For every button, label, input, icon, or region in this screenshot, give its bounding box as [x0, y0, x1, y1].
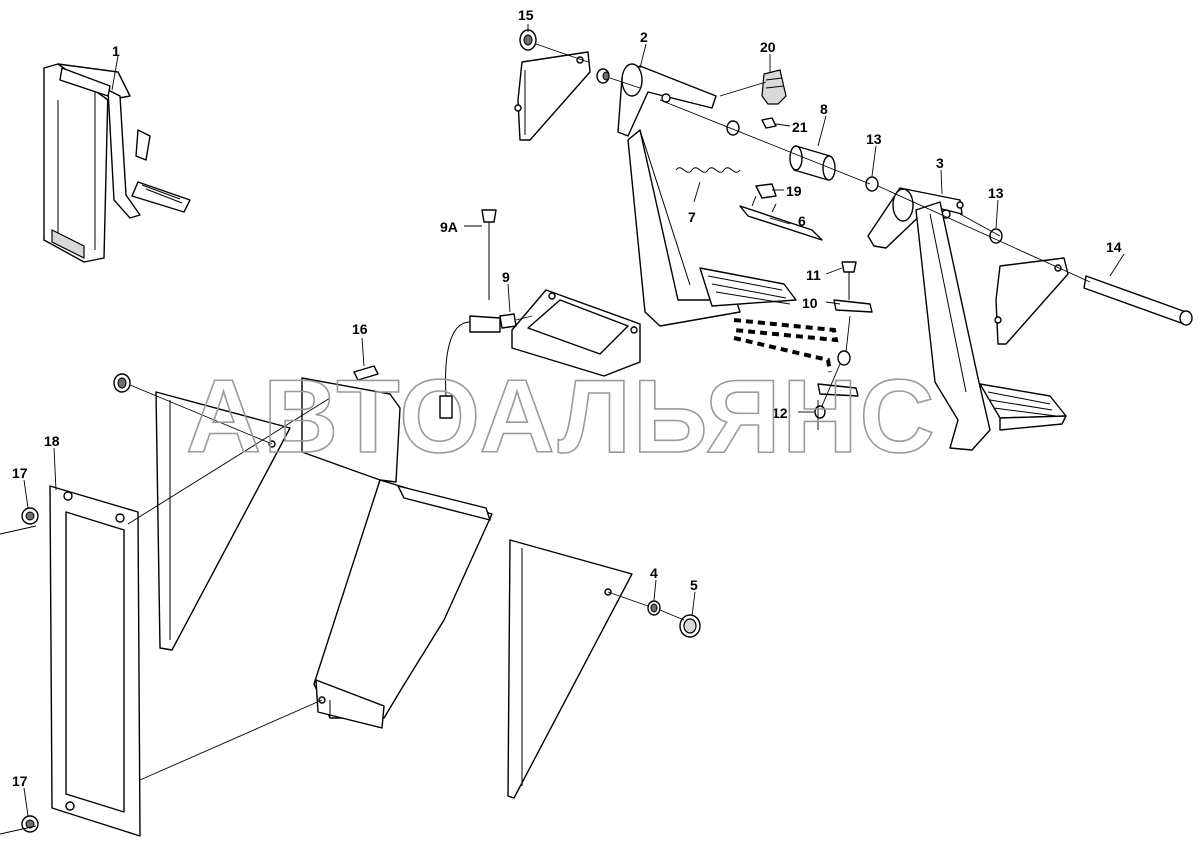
callout-17b: 17 — [12, 773, 28, 789]
callout-20: 20 — [760, 39, 776, 55]
callout-15: 15 — [518, 7, 534, 23]
lower-shroud — [113, 365, 493, 729]
callout-1: 1 — [112, 43, 120, 59]
side-cover-plate — [507, 539, 701, 799]
callout-4: 4 — [650, 565, 658, 581]
callout-10: 10 — [802, 295, 818, 311]
brake-pedal-2 — [617, 63, 797, 327]
callout-5: 5 — [690, 577, 698, 593]
callout-labels: 1 2 3 4 5 6 7 8 9 9A 10 11 12 13 13 14 1… — [12, 7, 1122, 789]
callout-13b: 13 — [988, 185, 1004, 201]
callout-7: 7 — [688, 209, 696, 225]
mounting-bracket-15 — [514, 29, 610, 141]
callout-3: 3 — [936, 155, 944, 171]
callout-9: 9 — [502, 269, 510, 285]
callout-8: 8 — [820, 101, 828, 117]
callout-19: 19 — [786, 183, 802, 199]
callout-9a: 9A — [440, 219, 458, 235]
return-spring-and-clip — [675, 167, 823, 241]
callout-11: 11 — [806, 267, 821, 283]
callout-leaders — [23, 24, 1125, 817]
callout-16: 16 — [352, 321, 368, 337]
mounting-bracket-right — [865, 176, 1193, 345]
callout-18: 18 — [44, 433, 60, 449]
bushing-and-sensor — [726, 69, 836, 181]
watermark-text: АВТОАЛЬЯНС — [186, 359, 937, 475]
callout-6: 6 — [798, 213, 806, 229]
overview-pedal-box — [43, 63, 191, 263]
callout-21: 21 — [792, 119, 808, 135]
pedal-frame-18 — [21, 485, 141, 837]
clutch-pedal-3 — [867, 187, 1067, 451]
callout-12: 12 — [772, 405, 788, 421]
assembly-guide-lines — [0, 43, 1091, 835]
callout-17a: 17 — [12, 465, 28, 481]
callout-2: 2 — [640, 29, 648, 45]
brake-switch-9 — [439, 209, 641, 419]
callout-13a: 13 — [866, 131, 882, 147]
callout-14: 14 — [1106, 239, 1122, 255]
pedal-link-10 — [733, 261, 873, 419]
